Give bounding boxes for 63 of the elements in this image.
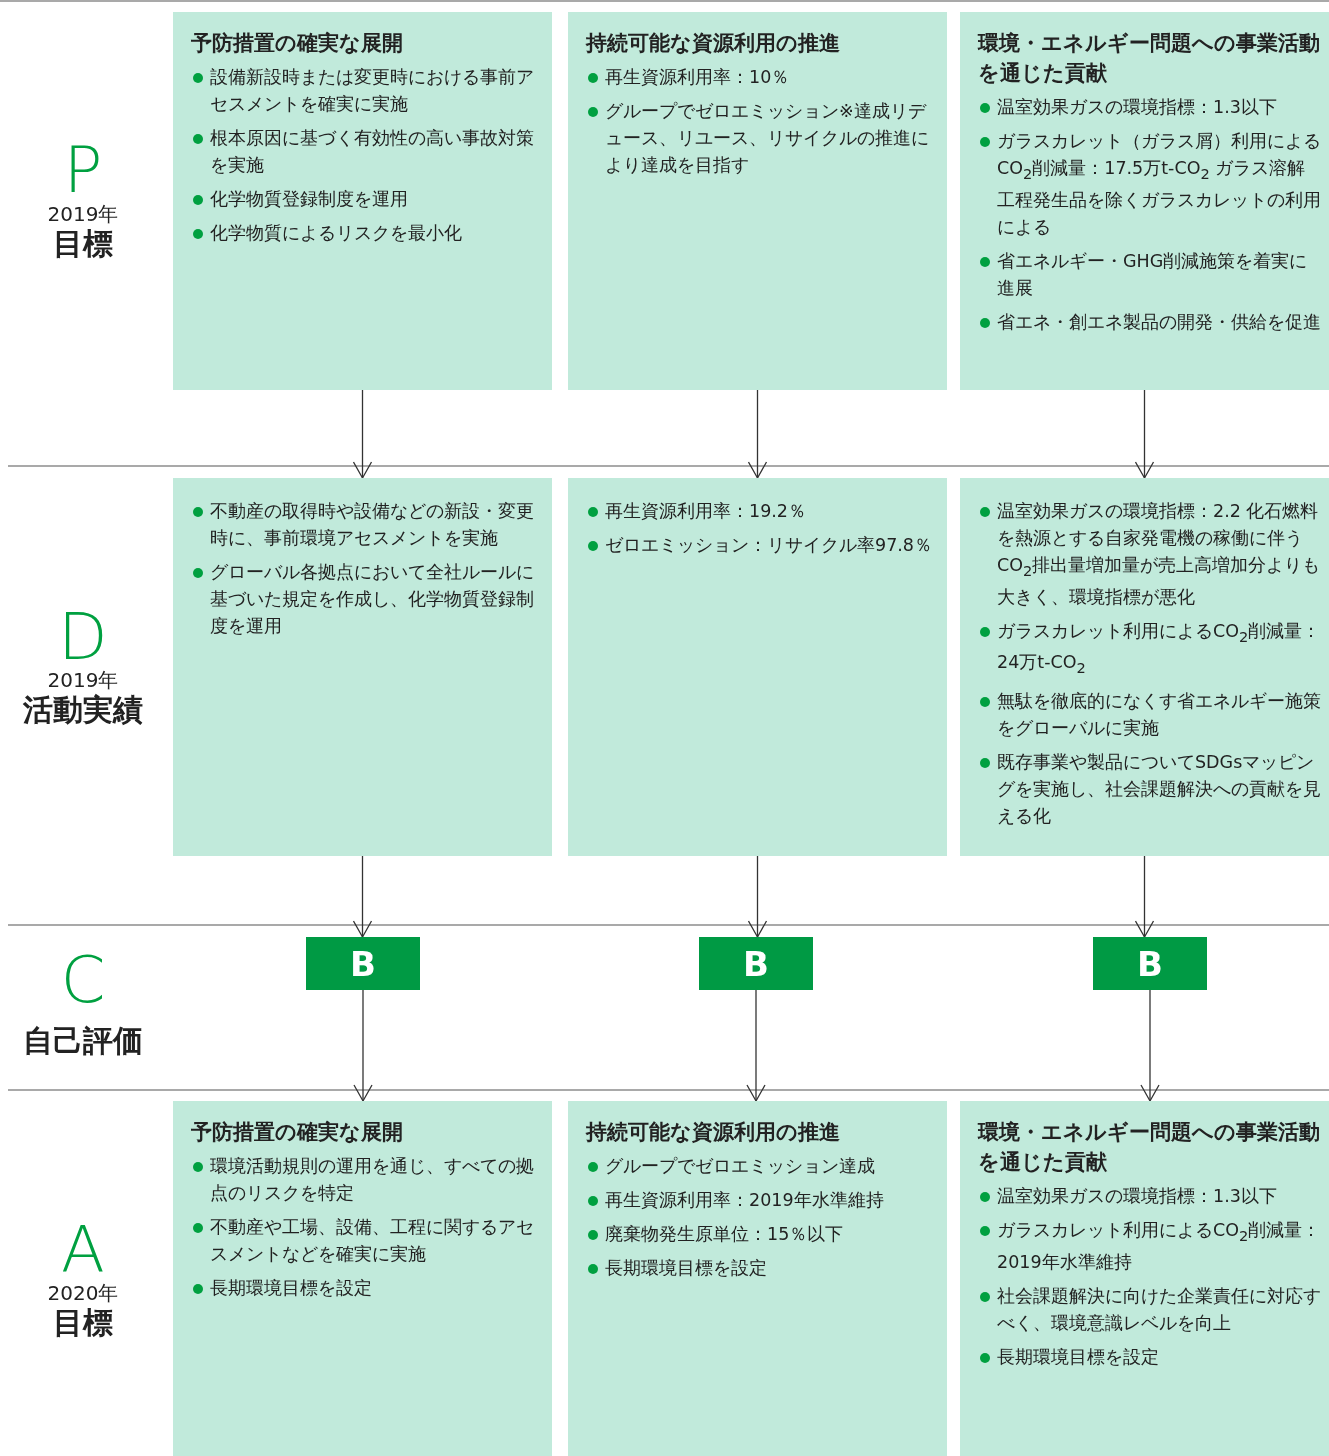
bullet-item: 長期環境目標を設定 (978, 1343, 1321, 1371)
goal-box (960, 12, 1329, 390)
box-heading: 環境・エネルギー問題への事業活動を通じた貢献 (978, 1119, 1321, 1176)
bullet-item: ガラスカレット（ガラス屑）利用によるCO$_{2}$削減量：17.5万t-CO$_{2}$ ガラス溶解工程発生品を除くガラスカレットの利用による (978, 128, 1321, 241)
bullet-item: 不動産の取得時や設備などの新設・変更時に、事前環境アセスメントを実施 (191, 498, 544, 552)
box-heading: 予防措置の確実な展開 (191, 1119, 404, 1146)
phase-title: 自己評価 (22, 1023, 144, 1059)
arrow (1134, 389, 1155, 479)
bullet-item: ゼロエミッション：リサイクル率97.8％ (586, 532, 939, 559)
grade-box: B (699, 937, 813, 990)
bullet-item: 省エネ・創エネ製品の開発・供給を促進 (978, 308, 1321, 336)
bullet-item: 不動産や工場、設備、工程に関するアセスメントなどを確実に実施 (191, 1214, 544, 1268)
arrow (747, 855, 768, 938)
bullet-item: 設備新設時または変更時における事前アセスメントを確実に実施 (191, 64, 544, 118)
bullet-item: 既存事業や製品についてSDGsマッピングを実施し、社会課題解決への貢献を見える化 (978, 748, 1321, 830)
bullet-item: 無駄を徹底的になくす省エネルギー施策をグローバルに実施 (978, 687, 1321, 742)
goal-box (568, 1101, 947, 1456)
bullet-item: 根本原因に基づく有効性の高い事故対策を実施 (191, 125, 544, 179)
box-heading: 持続可能な資源利用の推進 (586, 1119, 841, 1146)
arrow (747, 389, 768, 479)
bullet-item: 温室効果ガスの環境指標：2.2 化石燃料を熱源とする自家発電機の稼働に伴うCO$_{2}$排出量増加量が売上高増加分よりも大きく、環境指標が悪化 (978, 498, 1321, 611)
bullet-item: グローバル各拠点において全社ルールに基づいた規定を作成し、化学物質登録制度を運用 (191, 559, 544, 640)
arrow (1134, 855, 1155, 938)
bullet-item: ガラスカレット利用によるCO$_{2}$削減量：24万t-CO$_{2}$ (978, 617, 1321, 681)
bullet-item: グループでゼロエミッション達成 (586, 1153, 939, 1180)
bullet-item: 再生資源利用率：19.2％ (586, 498, 939, 525)
goal-box (173, 1101, 552, 1456)
arrow (352, 389, 373, 479)
bullet-item: 温室効果ガスの環境指標：1.3以下 (978, 1183, 1321, 1210)
bullet-item: 社会課題解決に向けた企業責任に対応すべく、環境意識レベルを向上 (978, 1282, 1321, 1337)
goal-box (568, 478, 947, 856)
phase-title: 目標 (52, 1305, 114, 1341)
goal-box (173, 12, 552, 390)
grade-box: B (306, 937, 420, 990)
phase-letter: C (59, 945, 107, 1015)
bullet-item: 温室効果ガスの環境指標：1.3以下 (978, 94, 1321, 121)
bullet-item: 再生資源利用率：10％ (586, 64, 939, 91)
box-heading: 環境・エネルギー問題への事業活動を通じた貢献 (978, 30, 1321, 87)
bullet-item: 化学物質登録制度を運用 (191, 186, 544, 213)
bullet-item: ガラスカレット利用によるCO$_{2}$削減量：2019年水準維持 (978, 1217, 1321, 1276)
year-label: 2019年 (46, 202, 120, 226)
box-heading: 持続可能な資源利用の推進 (586, 30, 841, 57)
bullet-item: 省エネルギー・GHG削減施策を着実に進展 (978, 247, 1321, 302)
bullet-item: 廃棄物発生原単位：15％以下 (586, 1221, 939, 1248)
bullet-item: 環境活動規則の運用を通じ、すべての拠点のリスクを特定 (191, 1153, 544, 1207)
phase-title: 活動実績 (22, 692, 144, 728)
phase-letter: P (62, 135, 103, 205)
bullet-item: 再生資源利用率：2019年水準維持 (586, 1187, 939, 1214)
grade-box: B (1093, 937, 1207, 990)
arrow (1140, 989, 1160, 1102)
goal-box (960, 478, 1329, 856)
goal-box (568, 12, 947, 390)
goal-box (960, 1101, 1329, 1456)
bullet-item: グループでゼロエミッション※達成リデュース、リユース、リサイクルの推進により達成を目指す (586, 98, 939, 179)
arrow (353, 989, 373, 1102)
bullet-item: 長期環境目標を設定 (586, 1255, 939, 1282)
box-heading: 予防措置の確実な展開 (191, 30, 404, 57)
bullet-item: 化学物質によるリスクを最小化 (191, 220, 544, 247)
arrow (746, 989, 766, 1102)
phase-title: 目標 (52, 226, 114, 262)
bullet-item: 長期環境目標を設定 (191, 1275, 544, 1302)
arrow (352, 855, 373, 938)
goal-box (173, 478, 552, 856)
